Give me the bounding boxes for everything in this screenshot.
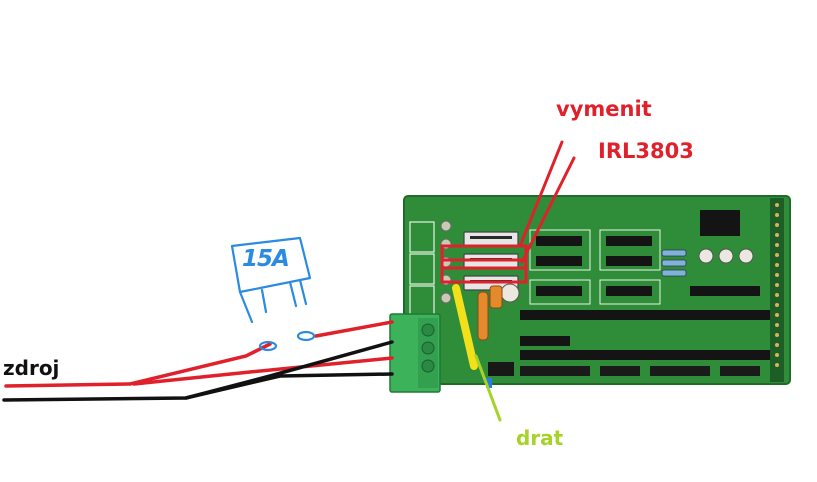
red-wire-fused <box>4 342 272 388</box>
power-source-label: zdroj <box>3 356 60 380</box>
red-wire-main <box>132 356 394 386</box>
wires <box>2 320 394 402</box>
ramps-board <box>403 195 791 388</box>
part-number-label: IRL3803 <box>598 139 694 163</box>
jumper-wire <box>452 284 502 422</box>
replace-label: vymenit <box>556 97 652 121</box>
power-terminal-block <box>389 313 441 393</box>
fuse-sketch-icon <box>230 236 316 352</box>
wire-label: drat <box>516 426 564 450</box>
black-wire-upper <box>184 340 394 400</box>
red-wire-fused-out <box>314 320 394 338</box>
fuse-rating-label: 15A <box>242 246 290 272</box>
replace-highlight <box>440 140 576 284</box>
